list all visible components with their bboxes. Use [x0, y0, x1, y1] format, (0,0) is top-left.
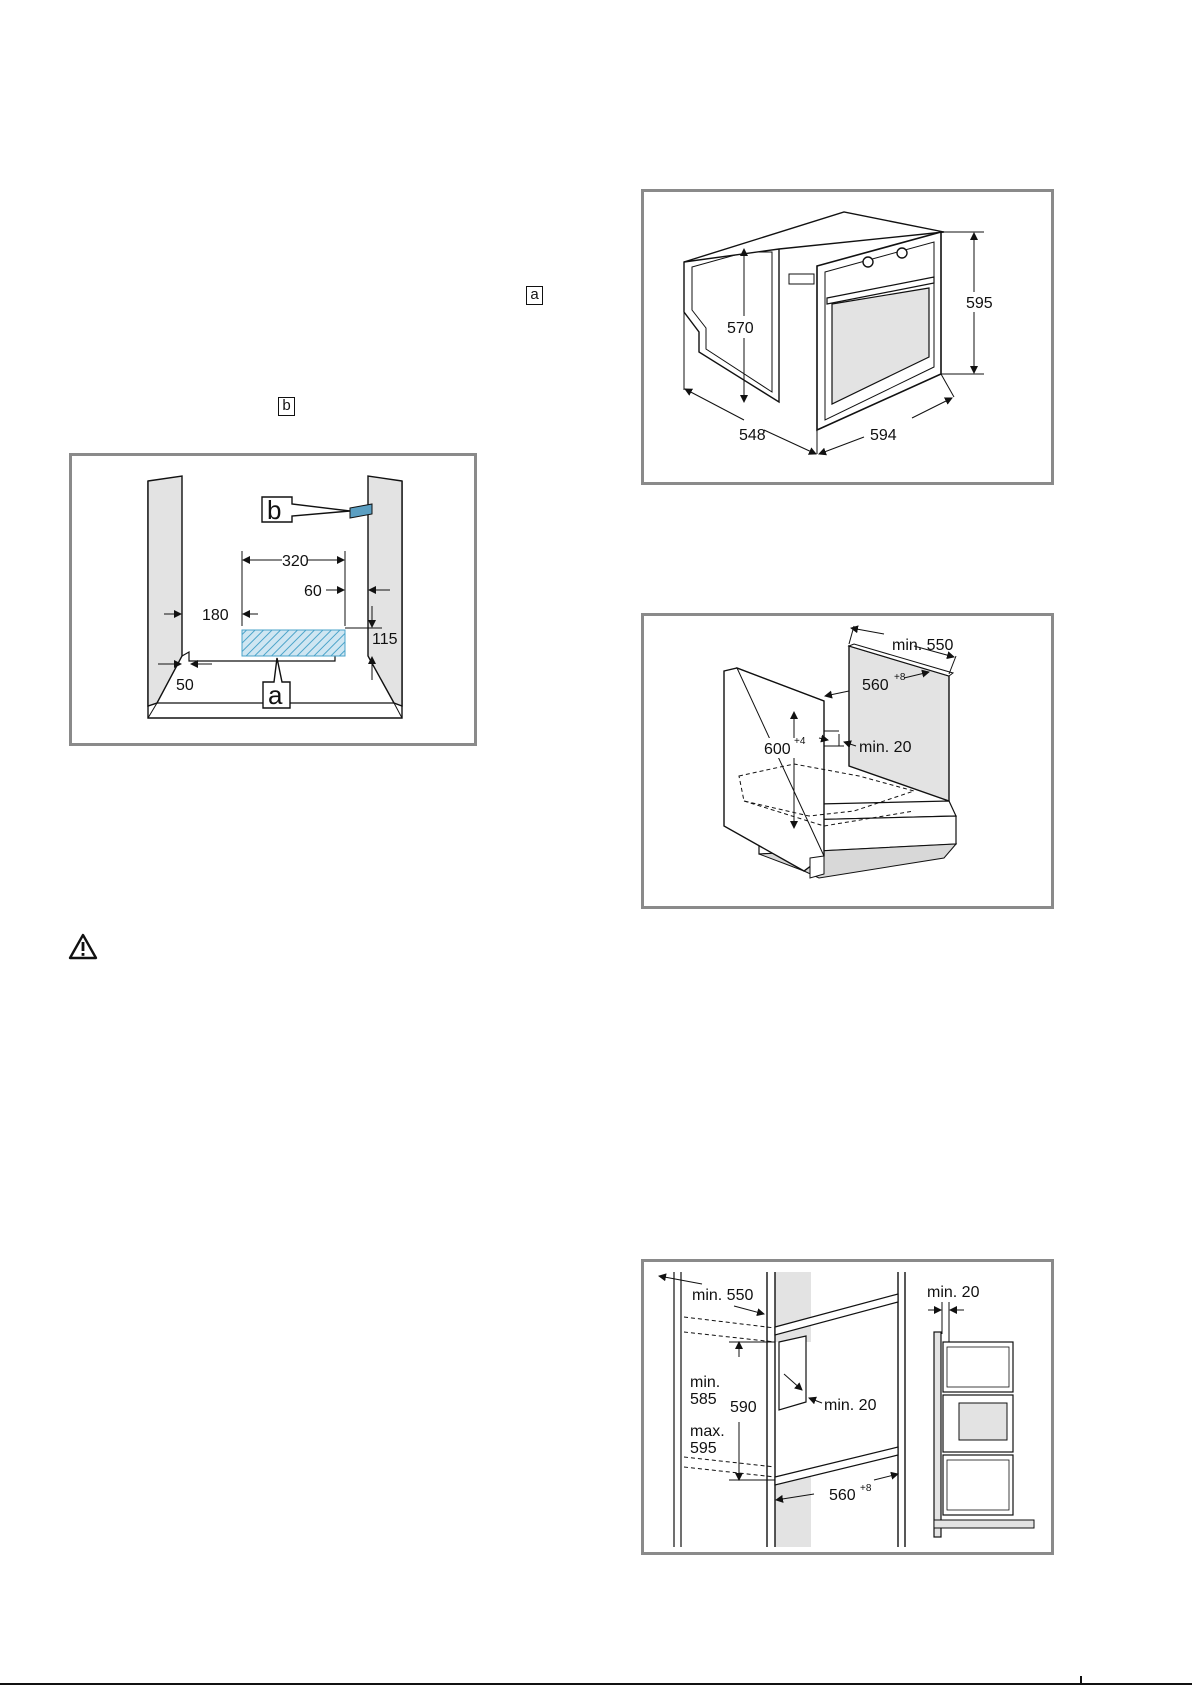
dim-tall-min550: min. 550 [692, 1287, 753, 1304]
callout-b: b [267, 495, 281, 525]
dim-560: 560 [862, 677, 889, 694]
marker-a: a [526, 286, 543, 305]
dim-tall-min20-top: min. 20 [927, 1284, 980, 1301]
dim-min20: min. 20 [859, 739, 912, 756]
cutout-drawing: b a 320 60 180 115 50 [72, 456, 474, 743]
dim-tall-560-sup: +8 [860, 1483, 872, 1494]
dim-60: 60 [304, 583, 322, 600]
callout-a: a [268, 680, 283, 710]
niche-drawing: min. 550 560 +8 600 +4 min. 20 [644, 616, 1051, 906]
warning-icon [68, 933, 98, 961]
dim-560-sup: +8 [894, 672, 906, 683]
dim-180: 180 [202, 607, 229, 624]
dim-590: 590 [730, 1399, 757, 1416]
dim-594: 594 [870, 427, 897, 444]
dim-115: 115 [372, 631, 398, 648]
figure-oven-dimensions: 570 595 548 594 [641, 189, 1054, 485]
dim-tall-min20-mid: min. 20 [824, 1397, 877, 1414]
marker-b: b [278, 397, 295, 416]
figure-cabinet-cutout: b a 320 60 180 115 50 [69, 453, 477, 746]
dim-min-label: min. [690, 1374, 720, 1391]
dim-tall-560: 560 [829, 1487, 856, 1504]
dim-595: 595 [966, 295, 993, 312]
figure-under-counter-niche: min. 550 560 +8 600 +4 min. 20 [641, 613, 1054, 909]
dim-320: 320 [282, 553, 309, 570]
figure-tall-unit-niche: min. 550 590 min. 585 max. 595 min. 20 5… [641, 1259, 1054, 1555]
dim-50: 50 [176, 677, 194, 694]
dim-548: 548 [739, 427, 766, 444]
oven-drawing: 570 595 548 594 [644, 192, 1051, 482]
dim-570: 570 [727, 320, 754, 337]
dim-max595: 595 [690, 1440, 717, 1457]
dim-max-label: max. [690, 1423, 725, 1440]
tall-unit-drawing: min. 550 590 min. 585 max. 595 min. 20 5… [644, 1262, 1051, 1552]
footer-rule-mark [1080, 1676, 1082, 1685]
dim-600-sup: +4 [794, 736, 806, 747]
dim-600: 600 [764, 741, 791, 758]
dim-min550: min. 550 [892, 637, 953, 654]
dim-min585: 585 [690, 1391, 717, 1408]
